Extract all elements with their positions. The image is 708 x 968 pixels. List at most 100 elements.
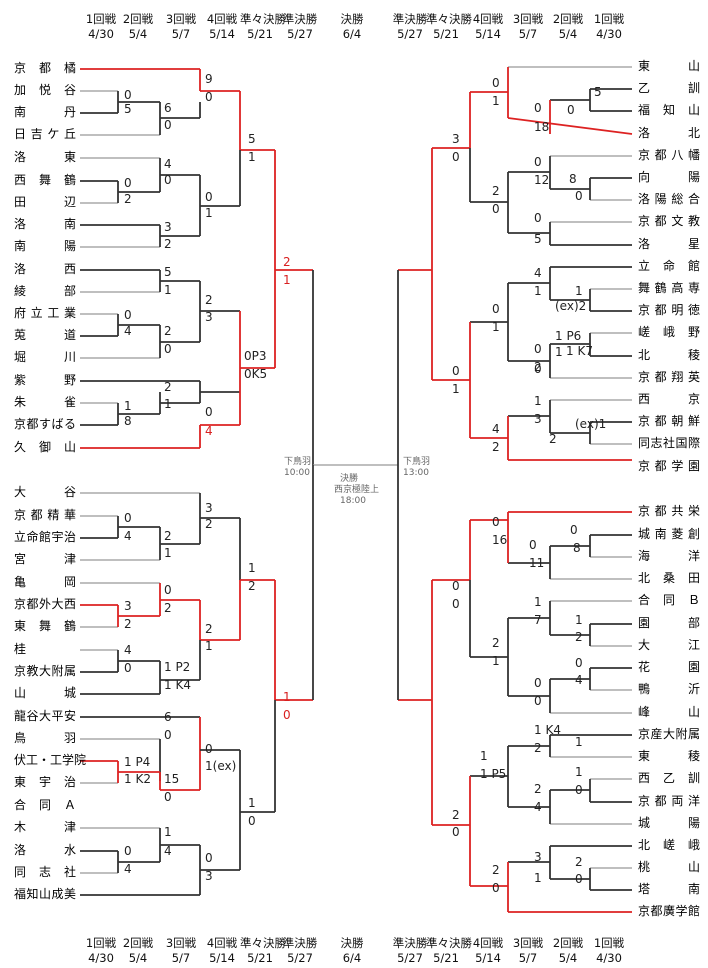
round-date: 5/27 <box>287 27 313 41</box>
team-name: 花園 <box>638 660 700 674</box>
score: 0 <box>124 176 132 190</box>
score: 4 <box>575 673 583 687</box>
score: 2 <box>534 741 542 755</box>
time-label: 18:00 <box>340 496 366 506</box>
team-name: 北桑田 <box>638 571 700 585</box>
team-name: 堀川 <box>14 350 76 364</box>
team-name: 西舞鶴 <box>14 173 76 187</box>
team-name: 大谷 <box>14 485 76 499</box>
score: 7 <box>534 613 542 627</box>
round-date: 5/21 <box>247 27 273 41</box>
score: 0 <box>452 364 460 378</box>
score: 2 <box>534 360 542 374</box>
round-header: 4回戦 <box>472 12 504 26</box>
team-name: 峰山 <box>638 705 700 719</box>
round-date: 6/4 <box>342 951 362 965</box>
round-header: 4回戦 <box>206 936 238 950</box>
score: 1 <box>534 284 542 298</box>
score: 1 <box>555 345 563 359</box>
score: 1 <box>575 735 583 749</box>
score: 1 <box>575 284 583 298</box>
score: 12 <box>534 173 550 187</box>
score: 2 <box>164 529 172 543</box>
score: 0 <box>124 308 132 322</box>
score: 0 <box>124 511 132 525</box>
score: 2 <box>164 237 172 251</box>
team-name: 合同Ｂ <box>638 593 700 607</box>
score: 1 <box>452 382 460 396</box>
score: 0 <box>575 189 583 203</box>
score: 4 <box>124 324 132 338</box>
score: 1 <box>164 825 172 839</box>
team-name: 京都学園 <box>638 459 700 473</box>
score: 0 <box>492 76 500 90</box>
score: 0 <box>534 211 542 225</box>
time-label: 13:00 <box>403 468 429 478</box>
score: 0 <box>534 101 542 115</box>
round-date: 5/21 <box>247 951 273 965</box>
round-date: 5/21 <box>433 951 459 965</box>
round-header: 2回戦 <box>552 936 584 950</box>
round-header: 準々決勝 <box>240 12 286 26</box>
round-date: 5/4 <box>128 27 148 41</box>
round-date: 5/7 <box>518 951 538 965</box>
score: 0 <box>205 742 213 756</box>
round-header: 3回戦 <box>165 12 197 26</box>
score: 0 <box>205 90 213 104</box>
team-name: 加悦谷 <box>14 83 76 97</box>
score: 0 <box>164 728 172 742</box>
score: 2 <box>124 617 132 631</box>
score: 4 <box>124 643 132 657</box>
round-date: 5/7 <box>518 27 538 41</box>
score: 2 <box>492 863 500 877</box>
team-name: 伏工・工学院 <box>14 753 87 767</box>
score: 2 <box>575 630 583 644</box>
score: 1 <box>534 595 542 609</box>
round-date: 5/14 <box>209 951 235 965</box>
team-name: 城南菱創 <box>638 527 700 541</box>
score: 8 <box>573 541 581 555</box>
venue-label: 西京極陸上 <box>334 485 380 495</box>
round-date: 5/4 <box>558 951 578 965</box>
team-name: 京都文教 <box>638 214 700 228</box>
team-name: 嵯峨野 <box>638 325 700 339</box>
score: 0 <box>164 790 172 804</box>
round-date: 5/14 <box>209 27 235 41</box>
team-name: 府立工業 <box>14 306 76 320</box>
team-name: 朱雀 <box>14 395 76 409</box>
score: 1 <box>205 639 213 653</box>
score: 8 <box>124 414 132 428</box>
score: 1 <box>534 871 542 885</box>
score: 2 <box>248 579 256 593</box>
round-header: 4回戦 <box>206 12 238 26</box>
score: 1 <box>283 273 291 287</box>
score: 0 <box>452 579 460 593</box>
score: 3 <box>124 599 132 613</box>
team-name: 城陽 <box>638 816 700 830</box>
score: 0 <box>248 814 256 828</box>
score: 0 <box>452 597 460 611</box>
score: 0 <box>452 150 460 164</box>
round-header: 決勝 <box>340 12 364 26</box>
score: 1 <box>492 320 500 334</box>
score: 0 <box>164 173 172 187</box>
score: 2 <box>492 440 500 454</box>
score: 1 <box>492 94 500 108</box>
round-date: 5/4 <box>128 951 148 965</box>
score: 1(ex) <box>205 759 237 773</box>
score: 0 <box>534 362 542 376</box>
score: 5 <box>164 265 172 279</box>
score: 2 <box>492 184 500 198</box>
score: 0 <box>124 661 132 675</box>
score: 1 <box>164 546 172 560</box>
team-name: 京教大附属 <box>14 664 76 678</box>
team-name: 福知山 <box>638 103 700 117</box>
team-name: 龍谷大平安 <box>14 709 76 723</box>
round-date: 5/21 <box>433 27 459 41</box>
score: 2 <box>164 324 172 338</box>
score: 1 <box>248 796 256 810</box>
score: 0 <box>534 155 542 169</box>
score: 5 <box>534 232 542 246</box>
team-name: 南丹 <box>14 105 76 119</box>
score: 0 <box>534 342 542 356</box>
